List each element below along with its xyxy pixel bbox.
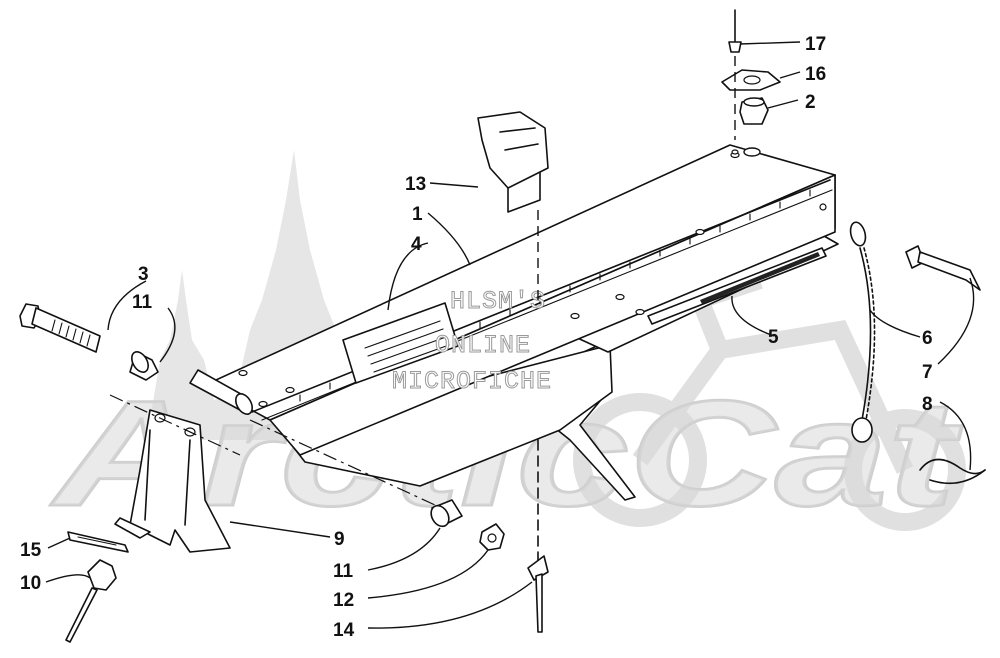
hinge-rod-end (189, 369, 253, 415)
callout-14: 14 (333, 620, 355, 641)
bushing-lower (430, 499, 463, 528)
knob-screw (65, 559, 117, 643)
clip-plate (67, 531, 129, 553)
callout-1: 1 (412, 204, 423, 225)
grab-handle (477, 111, 549, 300)
clevis-pin (905, 245, 981, 291)
callout-15: 15 (20, 540, 42, 561)
callout-4: 4 (411, 234, 422, 255)
callout-2: 2 (805, 92, 816, 113)
decal-strip (647, 247, 827, 325)
top-mount-hole-small (731, 149, 739, 155)
callout-13: 13 (405, 174, 426, 195)
callout-3: 3 (138, 264, 149, 285)
leader-lines (45, 41, 975, 629)
stamp-overlay: HLSM'S ONLINE MICROFICHE (392, 287, 552, 397)
bushing-upper (129, 351, 159, 381)
callout-8: 8 (922, 394, 933, 415)
side-face (269, 174, 836, 456)
callout-10: 10 (20, 573, 41, 594)
callouts: 1 2 3 4 5 6 7 8 9 10 11 11 12 13 14 15 1… (20, 34, 933, 641)
centerline-rod (249, 419, 436, 506)
callout-17: 17 (805, 34, 826, 55)
hair-pin-clip (919, 458, 986, 485)
mount-plate (721, 69, 781, 91)
callout-12: 12 (333, 590, 354, 611)
rivet-lower (527, 439, 549, 633)
end-pin-hole (819, 203, 827, 211)
callout-9: 9 (334, 529, 345, 550)
grommet (739, 97, 769, 125)
nut (479, 523, 505, 551)
callout-7: 7 (922, 362, 933, 383)
centerline-bolt (109, 394, 241, 456)
callout-6: 6 (922, 328, 933, 349)
stamp-line-2: ONLINE (435, 331, 531, 360)
stamp-line-3: MICROFICHE (392, 367, 552, 396)
rivet-upper (728, 9, 742, 140)
bolt (19, 303, 101, 353)
callout-11-lower: 11 (333, 561, 354, 582)
callout-5: 5 (768, 327, 779, 348)
lanyard (849, 221, 876, 443)
top-mount-hole (743, 147, 761, 157)
bracket (114, 409, 231, 553)
hinge-line (251, 179, 831, 413)
callout-11-upper: 11 (132, 292, 153, 313)
stamp-line-1: HLSM'S (450, 287, 546, 316)
callout-16: 16 (805, 64, 826, 85)
warning-decal (342, 302, 459, 384)
